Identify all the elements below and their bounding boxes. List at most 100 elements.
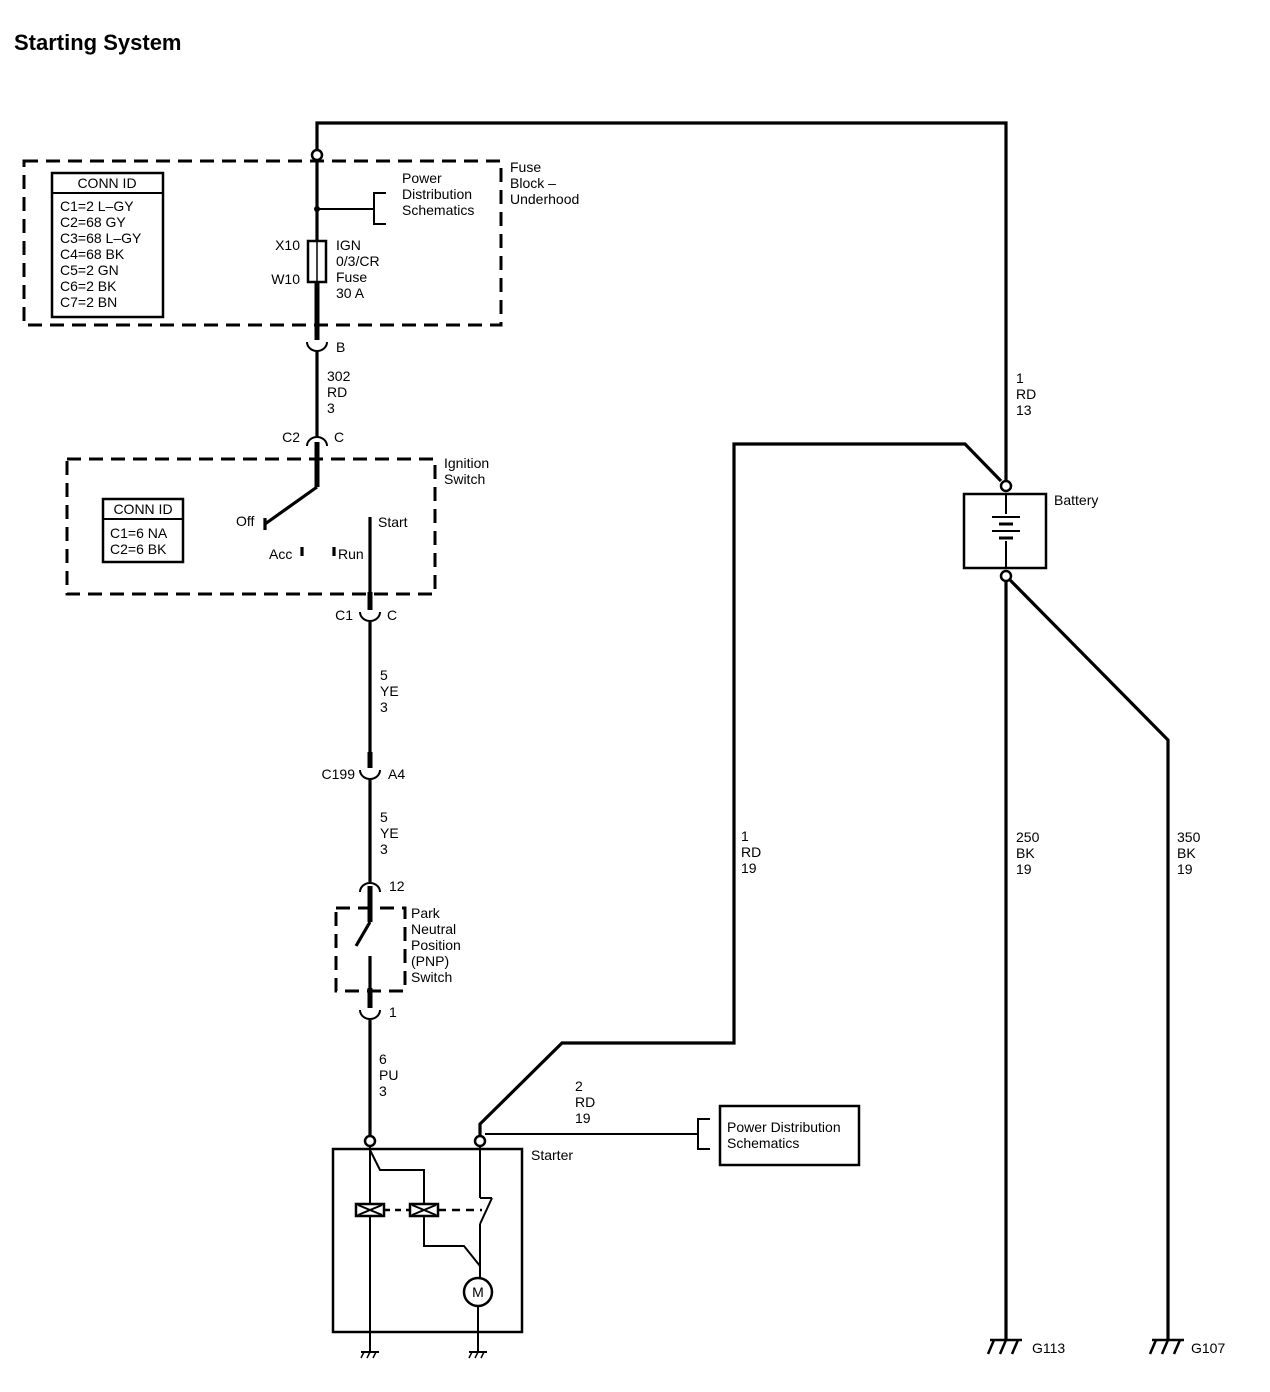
connector-pnp-1 [359, 1009, 381, 1020]
wire-label: 19 [1177, 861, 1193, 877]
pds-ref-text: Power [402, 170, 442, 186]
connector-c1 [359, 611, 381, 622]
fuse-block-label-line: Underhood [510, 191, 579, 207]
ignition-switch-blade [264, 485, 318, 526]
connector-pin: B [336, 339, 345, 355]
fuse-block-label-line: Fuse [510, 159, 541, 175]
wire-label: 19 [1016, 861, 1032, 877]
ignition-switch-label: Switch [444, 471, 485, 487]
starter-ground-symbol [360, 1351, 379, 1359]
connector-c2 [306, 436, 328, 447]
connector-pin: A4 [388, 766, 405, 782]
starter-contact [479, 1197, 493, 1225]
pds-bracket [373, 192, 386, 225]
pnp-switch-label: (PNP) [411, 953, 449, 969]
wire-label: 3 [380, 841, 388, 857]
battery-positive-terminal [999, 479, 1013, 493]
wire-label: 19 [741, 860, 757, 876]
ground-label: G107 [1191, 1340, 1225, 1356]
ground-g107-symbol [1148, 1338, 1184, 1355]
switch-position-start: Start [378, 514, 408, 530]
wire-350 [1008, 578, 1170, 1340]
conn-id-row: C3=68 L–GY [60, 230, 142, 246]
conn-id-row: C4=68 BK [60, 246, 125, 262]
wire-label: 2 [575, 1078, 583, 1094]
wire-label: 3 [327, 400, 335, 416]
fuse-label: 0/3/CR [336, 253, 380, 269]
pds-box [718, 1104, 861, 1167]
connector-b [306, 341, 328, 352]
wire-label: 3 [379, 1083, 387, 1099]
wire-label: RD [1016, 386, 1036, 402]
fuse-label: IGN [336, 237, 361, 253]
starter-outline [331, 1147, 524, 1334]
wire-label: 350 [1177, 829, 1201, 845]
conn-id-row: C6=2 BK [60, 278, 117, 294]
conn-id-title: CONN ID [77, 175, 136, 191]
pds-box-text: Power Distribution [727, 1119, 841, 1135]
wire-label: PU [379, 1067, 398, 1083]
wire-label: 5 [380, 809, 388, 825]
connector-label: C1 [335, 607, 353, 623]
fuse-block-label-line: Block – [510, 175, 556, 191]
wire-label: RD [575, 1094, 595, 1110]
battery-label: Battery [1054, 492, 1098, 508]
conn-id-row: C1=2 L–GY [60, 198, 134, 214]
wire-1-starter [478, 442, 1003, 1136]
pnp-switch-label: Park [411, 905, 441, 921]
wire-label: 13 [1016, 402, 1032, 418]
ignition-switch-label: Ignition [444, 455, 489, 471]
connector-label: C199 [322, 766, 356, 782]
battery-cell-icon [992, 494, 1020, 568]
switch-position-run: Run [338, 546, 364, 562]
page-title: Starting System [14, 30, 182, 55]
ground-g113-symbol [986, 1338, 1022, 1355]
wire-label: 1 [1016, 370, 1024, 386]
battery-negative-terminal [999, 569, 1013, 583]
connector-pin: C [387, 607, 397, 623]
wire-label: 3 [380, 699, 388, 715]
wire-label: 250 [1016, 829, 1040, 845]
fuse-ref: X10 [275, 237, 300, 253]
ground-label: G113 [1032, 1340, 1065, 1356]
pnp-switch-label: Switch [411, 969, 452, 985]
starter-s-terminal [363, 1134, 377, 1148]
motor-label: M [472, 1284, 484, 1300]
wire-label: 5 [380, 667, 388, 683]
pds-bracket [697, 1118, 710, 1150]
conn-id-row: C2=6 BK [110, 541, 167, 557]
solenoid-hold-coil [354, 1202, 386, 1218]
pnp-switch-label: Position [411, 937, 461, 953]
connector-c199 [359, 769, 381, 780]
fuse-label: 30 A [336, 285, 365, 301]
battery-feed-wire [315, 121, 1008, 481]
connector-pin: 12 [389, 878, 405, 894]
connector-pin: 1 [389, 1004, 397, 1020]
motor-ground-symbol [468, 1351, 487, 1359]
connector-pnp-12 [359, 882, 381, 893]
switch-position-off: Off [236, 513, 255, 529]
wire-label: 6 [379, 1051, 387, 1067]
wire-label: BK [1016, 845, 1035, 861]
wire-label: RD [741, 844, 761, 860]
fuse-ref: W10 [271, 271, 300, 287]
wire-label: YE [380, 683, 399, 699]
pnp-switch-label: Neutral [411, 921, 456, 937]
fuse-block-conn-id-table: CONN ID C1=2 L–GY C2=68 GY C3=68 L–GY C4… [50, 171, 165, 319]
conn-id-row: C7=2 BN [60, 294, 117, 310]
fuse-block-outline [22, 159, 503, 327]
starter-label: Starter [531, 1147, 573, 1163]
switch-position-acc: Acc [269, 546, 292, 562]
ignition-switch-outline [65, 457, 437, 596]
starter-b-terminal [473, 1134, 487, 1148]
wire-label: BK [1177, 845, 1196, 861]
wire-label: RD [327, 384, 347, 400]
fuse-block-terminal [310, 148, 324, 162]
pnp-switch-blade [354, 921, 372, 947]
wire-label: 1 [741, 828, 749, 844]
conn-id-row: C5=2 GN [60, 262, 119, 278]
conn-id-row: C1=6 NA [110, 525, 168, 541]
conn-id-title: CONN ID [113, 501, 172, 517]
pds-box-text: Schematics [727, 1135, 799, 1151]
